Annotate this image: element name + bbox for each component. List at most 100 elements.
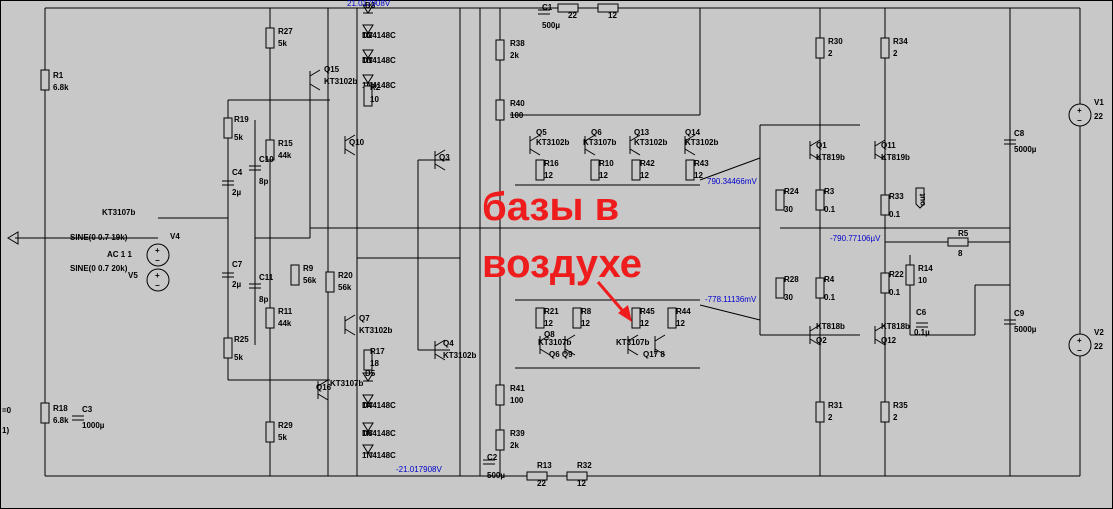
component-ref-r10: R10 <box>599 159 614 168</box>
component-value-r20: 56k <box>338 283 352 292</box>
component-ref-d5: D5 <box>365 369 376 378</box>
component-value-r32: 12 <box>577 479 586 488</box>
component-ref-r18: R18 <box>53 404 68 413</box>
component-value-c4: 2µ <box>232 188 241 197</box>
net-label-output: -790.77106µV <box>830 234 881 243</box>
component-ref-q16: Q16 <box>316 383 332 392</box>
component-ref-r31: R31 <box>828 401 843 410</box>
component-ref-c3: C3 <box>82 405 93 414</box>
component-ref-r35: R35 <box>893 401 908 410</box>
component-ref-q1: Q1 <box>816 141 827 150</box>
component-value-r19: 5k <box>234 133 243 142</box>
component-ref-q14: Q14 <box>685 128 701 137</box>
component-value-r18: 6.8k <box>53 416 69 425</box>
component-d0: 1N4148C <box>362 74 396 90</box>
left-fragment-2: 1) <box>2 426 9 435</box>
component-ref-c2: C2 <box>487 453 498 462</box>
component-d3: D3 <box>362 1 376 14</box>
component-ref-r44: R44 <box>676 307 691 316</box>
component-value-d6: 1N4148C <box>362 429 396 438</box>
svg-text:+: + <box>1077 336 1082 345</box>
component-value-r22: 0.1 <box>889 288 901 297</box>
component-value-q8: KT3107b <box>538 338 571 347</box>
component-ref-r3: R3 <box>824 187 835 196</box>
svg-text:+: + <box>155 271 160 280</box>
component-value-r39: 2k <box>510 441 519 450</box>
component-r4: R40.1 <box>815 275 836 302</box>
svg-text:−: − <box>155 281 160 290</box>
component-value-c3: 1000µ <box>82 421 105 430</box>
component-ref-d3: D3 <box>365 1 376 10</box>
component-ref-r1: R1 <box>53 71 64 80</box>
component-value-r8: 12 <box>581 319 590 328</box>
component-value-r10: 12 <box>599 171 608 180</box>
component-ref-r45: R45 <box>640 307 655 316</box>
component-value-r16: 12 <box>544 171 553 180</box>
component-c6: C60.1µ <box>914 308 930 337</box>
component-ref-q6: Q6 <box>591 128 602 137</box>
component-q18: Q17 8 <box>643 334 665 359</box>
component-value-r24: 30 <box>784 205 793 214</box>
component-ref-q10: Q10 <box>349 138 365 147</box>
component-value-q1: KT819b <box>816 153 845 162</box>
component-ref-r13: R13 <box>537 461 552 470</box>
component-ref-d4: D4 <box>362 401 373 410</box>
component-c2: C2 500µ <box>483 453 505 480</box>
component-q9: Q6 Q9 <box>549 334 576 359</box>
component-value-r37: 12 <box>608 11 617 20</box>
component-ref-v4: V4 <box>170 232 180 241</box>
component-value-r41: 100 <box>510 396 524 405</box>
component-ref-q5: Q5 <box>536 128 547 137</box>
input-terminal <box>7 231 19 245</box>
component-ref-q2: Q2 <box>816 336 827 345</box>
component-value-r40: 100 <box>510 111 524 120</box>
component-ref-q9: Q6 Q9 <box>549 350 573 359</box>
component-value-c10: 8p <box>259 177 268 186</box>
component-ref-r38: R38 <box>510 39 525 48</box>
component-value-r25: 5k <box>234 353 243 362</box>
component-ref-r22: R22 <box>889 270 904 279</box>
component-value-r42: 12 <box>640 171 649 180</box>
component-ref-r15: R15 <box>278 139 293 148</box>
component-ref-c9: C9 <box>1014 309 1025 318</box>
net-label-vplus: 21.017908V <box>347 0 391 8</box>
component-ref-r27: R27 <box>278 27 293 36</box>
svg-text:−: − <box>1077 346 1082 355</box>
component-ref-q11: Q11 <box>881 141 896 150</box>
component-ref-q8: Q8 <box>544 330 555 339</box>
component-d5: D5 <box>362 369 376 382</box>
component-ref-q15: Q15 <box>324 65 340 74</box>
component-value-q12: KT818b <box>881 322 910 331</box>
component-r37: 12 <box>597 3 619 20</box>
component-value-r27: 5k <box>278 39 287 48</box>
component-value-r33: 0.1 <box>889 210 901 219</box>
component-value-c2: 500µ <box>487 471 505 480</box>
component-ref-r14: R14 <box>918 264 933 273</box>
component-ref-r33: R33 <box>889 192 904 201</box>
component-value-r1: 6.8k <box>53 83 69 92</box>
component-ref-r28: R28 <box>784 275 799 284</box>
component-value-r38: 2k <box>510 51 519 60</box>
